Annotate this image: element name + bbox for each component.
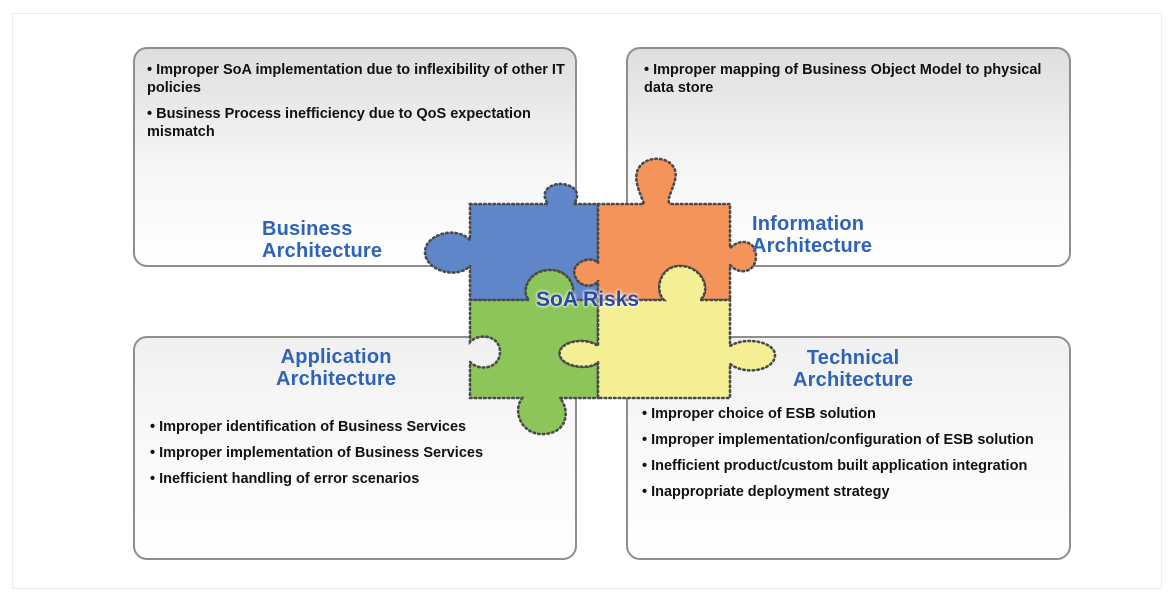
- diagram-frame: [12, 13, 1162, 589]
- label-line: Architecture: [262, 240, 383, 262]
- label-line: Application: [280, 346, 392, 368]
- risk-item: • Improper SoA implementation due to inf…: [147, 62, 565, 96]
- risk-item: • Improper implementation of Business Se…: [150, 445, 484, 461]
- information-architecture-label: Information Architecture: [752, 213, 872, 257]
- application-risk-list: • Improper identification of Business Se…: [150, 418, 570, 488]
- orange-puzzle-piece: [573, 157, 758, 302]
- label-line: Architecture: [793, 369, 914, 391]
- technical-risk-list: • Improper choice of ESB solution • Impr…: [642, 405, 1067, 501]
- risk-item: • Improper mapping of Business Object Mo…: [644, 62, 1042, 96]
- green-puzzle-piece: [468, 268, 600, 436]
- risk-item: • Business Process inefficiency due to Q…: [147, 106, 531, 140]
- application-architecture-label: Application Architecture: [276, 346, 396, 390]
- business-architecture-label: Business Architecture: [262, 218, 382, 262]
- yellow-puzzle-piece: [558, 264, 777, 400]
- risk-item: • Inefficient product/custom built appli…: [642, 458, 1028, 474]
- business-risk-list: • Improper SoA implementation due to inf…: [147, 61, 567, 141]
- label-line: Business: [262, 218, 353, 240]
- center-title: SoA Risks: [536, 288, 640, 311]
- information-risk-list: • Improper mapping of Business Object Mo…: [644, 61, 1064, 97]
- blue-puzzle-piece: [423, 182, 600, 302]
- technical-architecture-label: Technical Architecture: [793, 347, 913, 391]
- risk-item: • Improper choice of ESB solution: [642, 406, 876, 422]
- risk-item: • Inefficient handling of error scenario…: [150, 471, 420, 487]
- risk-item: • Improper implementation/configuration …: [642, 432, 1034, 448]
- label-line: Information: [752, 213, 865, 235]
- risk-item: • Improper identification of Business Se…: [150, 419, 467, 435]
- label-line: Technical: [806, 347, 900, 369]
- risk-item: • Inappropriate deployment strategy: [642, 484, 890, 500]
- label-line: Architecture: [752, 235, 873, 257]
- label-line: Architecture: [276, 368, 397, 390]
